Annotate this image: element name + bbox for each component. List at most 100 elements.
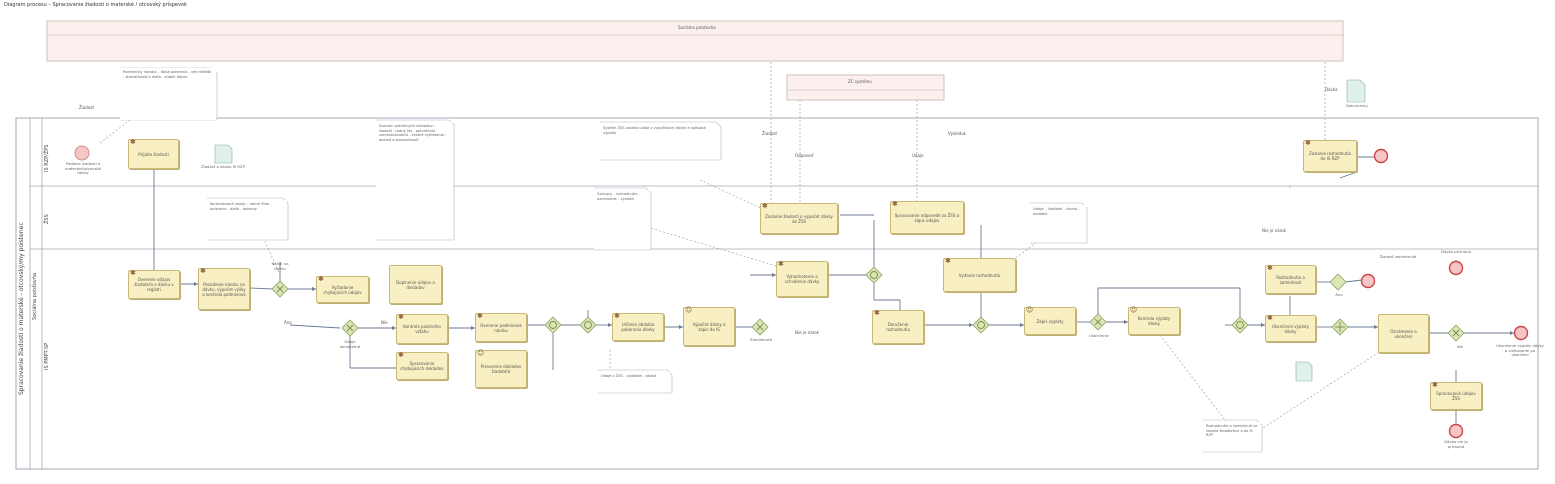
gateway-label: Nárok na dávku [271,261,289,271]
task-box[interactable]: ✱ Vydanie rozhodnutia [943,258,1016,292]
annotation-note: Rozhodnutie o zamietnutí sa zasiela žiad… [1203,422,1261,451]
task-box[interactable]: ✱ Spracovanie údajov ŽSS [1430,382,1482,410]
end-event-3-label: Ukončenie výplaty dávky a zúčtovanie po … [1496,343,1544,358]
start-event-label: Podanie žiadosti o materské/otcovské dáv… [65,161,101,176]
task-label: Spracovanie údajov ŽSS [1436,391,1476,401]
service-task-icon: ✱ [614,312,620,320]
service-task-icon: ✱ [945,257,951,265]
flow-label: Odpoveď [795,153,814,158]
task-box[interactable]: ✱Kontrola poistného vzťahu [396,314,448,344]
user-task-icon: ☺ [477,349,485,357]
task-label: Vyžiadanie chýbajúcich údajov [323,284,362,295]
sub-pool-label: Sociálna poisťovňa [32,272,38,320]
data-store-label: Dokumenty [1346,103,1368,108]
task-box[interactable]: ✱Spracovanie chýbajúcich dokladov [396,352,448,380]
service-task-icon: ✱ [1267,314,1273,322]
annotation-note: Výstupy: - rozhodnutie - oznámenie - výp… [594,190,649,248]
flow-label: Áno [284,320,292,325]
service-task-icon: ✱ [200,267,206,275]
lane-label-3: IS PMPT-SP [44,342,50,370]
service-task-icon: ✱ [762,202,768,210]
task-box[interactable]: ✱Vyžiadanie chýbajúcich údajov [316,276,369,303]
task-label: Prijatie žiadosti [138,151,169,157]
task-box[interactable]: ✱Overenie podmienok nároku [475,313,527,342]
task-label: Oznámenie o ukončení [1390,328,1417,339]
task-box[interactable]: ✱Určenie obdobia poberania dávky [612,313,664,341]
task-label: Určenie obdobia poberania dávky [621,322,655,332]
task-box[interactable]: ☺ Preverenie dokladov žiadateľa [475,350,527,388]
service-task-icon: ✱ [874,309,880,317]
task-box[interactable]: ✱Rozhodnutie o zamietnutí [1265,265,1316,294]
service-task-icon: ✱ [1432,381,1438,389]
flow-label: Nie je nárok [1262,228,1286,233]
service-task-icon: ✱ [1305,139,1311,147]
task-box[interactable]: ✱ Posúdenie nároku na dávku, výpočet výšk… [198,268,250,310]
task-box[interactable]: ✱ Zaslanie rozhodnutia do IS RZP [1303,140,1357,172]
task-label: Doplnenie údajov a dokladov [396,279,435,290]
service-task-icon: ✱ [318,275,324,283]
task-label: Spracovanie odpovede zo ŽSS a zápis údaj… [894,212,960,223]
task-label: Zaslanie rozhodnutia do IS RZP [1308,151,1352,161]
flow-label: Nie je nárok [795,330,819,335]
lane-label-2: ŽSS [44,214,50,224]
annotation-note: Kontrolované údaje: - rodné číslo - pois… [207,200,287,238]
flow-label: Žiadosť [79,105,94,110]
task-label: Zaslanie žiadosti o výpočet dávky do ŽSS [765,213,833,224]
task-label: Vyhodnotenie a schválenie dávky [784,274,820,284]
task-box[interactable]: ☺ Kontrola výplaty dávky [1128,307,1180,335]
task-box[interactable]: ☺ Výpočet dávky a zápis do IS [683,307,735,346]
end-event-4-label: Dávka nie je priznaná [1444,439,1468,449]
diagram-title: Diagram procesu – Spracovanie žiadosti o… [4,2,187,8]
top-pool-label: Sociálna poisťovňa [678,25,716,30]
task-label: Overenie údajov žiadateľa o dávku v regi… [134,277,174,292]
task-label: Ukončenie výplaty dávky [1272,323,1309,334]
annotation-note: Údaje: - žiadateľ - dávka - obdobie [1030,205,1086,241]
user-task-icon: ☺ [685,306,693,314]
task-label: Zápis výplaty [1036,318,1064,324]
task-box[interactable]: ☺Zápis výplaty [1024,307,1076,335]
task-label: Rozhodnutie o zamietnutí [1276,274,1305,285]
user-task-icon: ☺ [1026,306,1034,314]
task-label: Posúdenie nároku na dávku, výpočet výšky… [202,281,246,297]
service-task-icon: ✱ [892,200,898,208]
flow-label: Nie [381,320,388,325]
doc1-label: Žiadosť o dávku IS RZP [201,164,245,169]
flow-label: Žiadosť [762,131,777,136]
end-event-2-label: Žiadosť zamietnutá [1379,254,1417,259]
annotation-note: Údaje z ŽSS: - obdobie - dávka [598,372,670,392]
main-pool-label: Spracovanie žiadosti o materské - otcovs… [18,222,25,395]
task-box[interactable]: ✱Overenie údajov žiadateľa o dávku v reg… [128,270,180,299]
task-label: Vydanie rozhodnutia [958,272,1001,278]
gateway-label: Áno [1335,292,1343,297]
service-task-icon: ✱ [130,269,136,277]
task-box[interactable]: ✱Ukončenie výplaty dávky [1265,315,1316,342]
task-box[interactable]: ✱ Zaslanie žiadosti o výpočet dávky do ŽS… [760,203,838,234]
task-label: Kontrola výplaty dávky [1137,316,1171,326]
task-label: Kontrola poistného vzťahu [403,324,441,334]
annotation-note: Zoznam potrebných dokladov: - žiadosť - … [376,122,452,238]
task-box[interactable]: ✱Prijatie žiadosti [128,139,179,169]
service-task-icon: ✱ [778,260,784,268]
task-label: Výpočet dávky a zápis do IS [692,321,726,332]
lane-label-1: IS RZP/ŽPS [44,144,50,172]
gateway-label: Nie [1456,344,1464,349]
user-task-icon: ☺ [1130,306,1138,314]
task-label: Preverenie dokladov žiadateľa [480,364,522,374]
end-event-1-label: Dávka priznaná [1441,249,1471,254]
service-task-icon: ✱ [398,351,404,359]
flow-label: Výsledok [948,131,966,136]
task-box[interactable]: ✱ Spracovanie odpovede zo ŽSS a zápis úda… [890,201,964,234]
task-box[interactable]: ✱ Doručenie rozhodnutia [872,310,924,344]
task-label: Overenie podmienok nároku [480,322,522,333]
task-label: Doručenie rozhodnutia [886,322,910,332]
task-box[interactable]: Doplnenie údajov a dokladov [389,265,442,304]
service-task-icon: ✱ [130,138,136,146]
task-box[interactable]: Oznámenie o ukončení [1378,314,1429,353]
service-task-icon: ✱ [1267,264,1273,272]
flow-label: Údaje [912,153,924,158]
annotation-note: Podmienky nároku: - doba poistenia - vek… [120,68,216,120]
task-box[interactable]: ✱Vyhodnotenie a schválenie dávky [776,261,828,297]
gateway-label: Ukončenie [1089,333,1109,338]
